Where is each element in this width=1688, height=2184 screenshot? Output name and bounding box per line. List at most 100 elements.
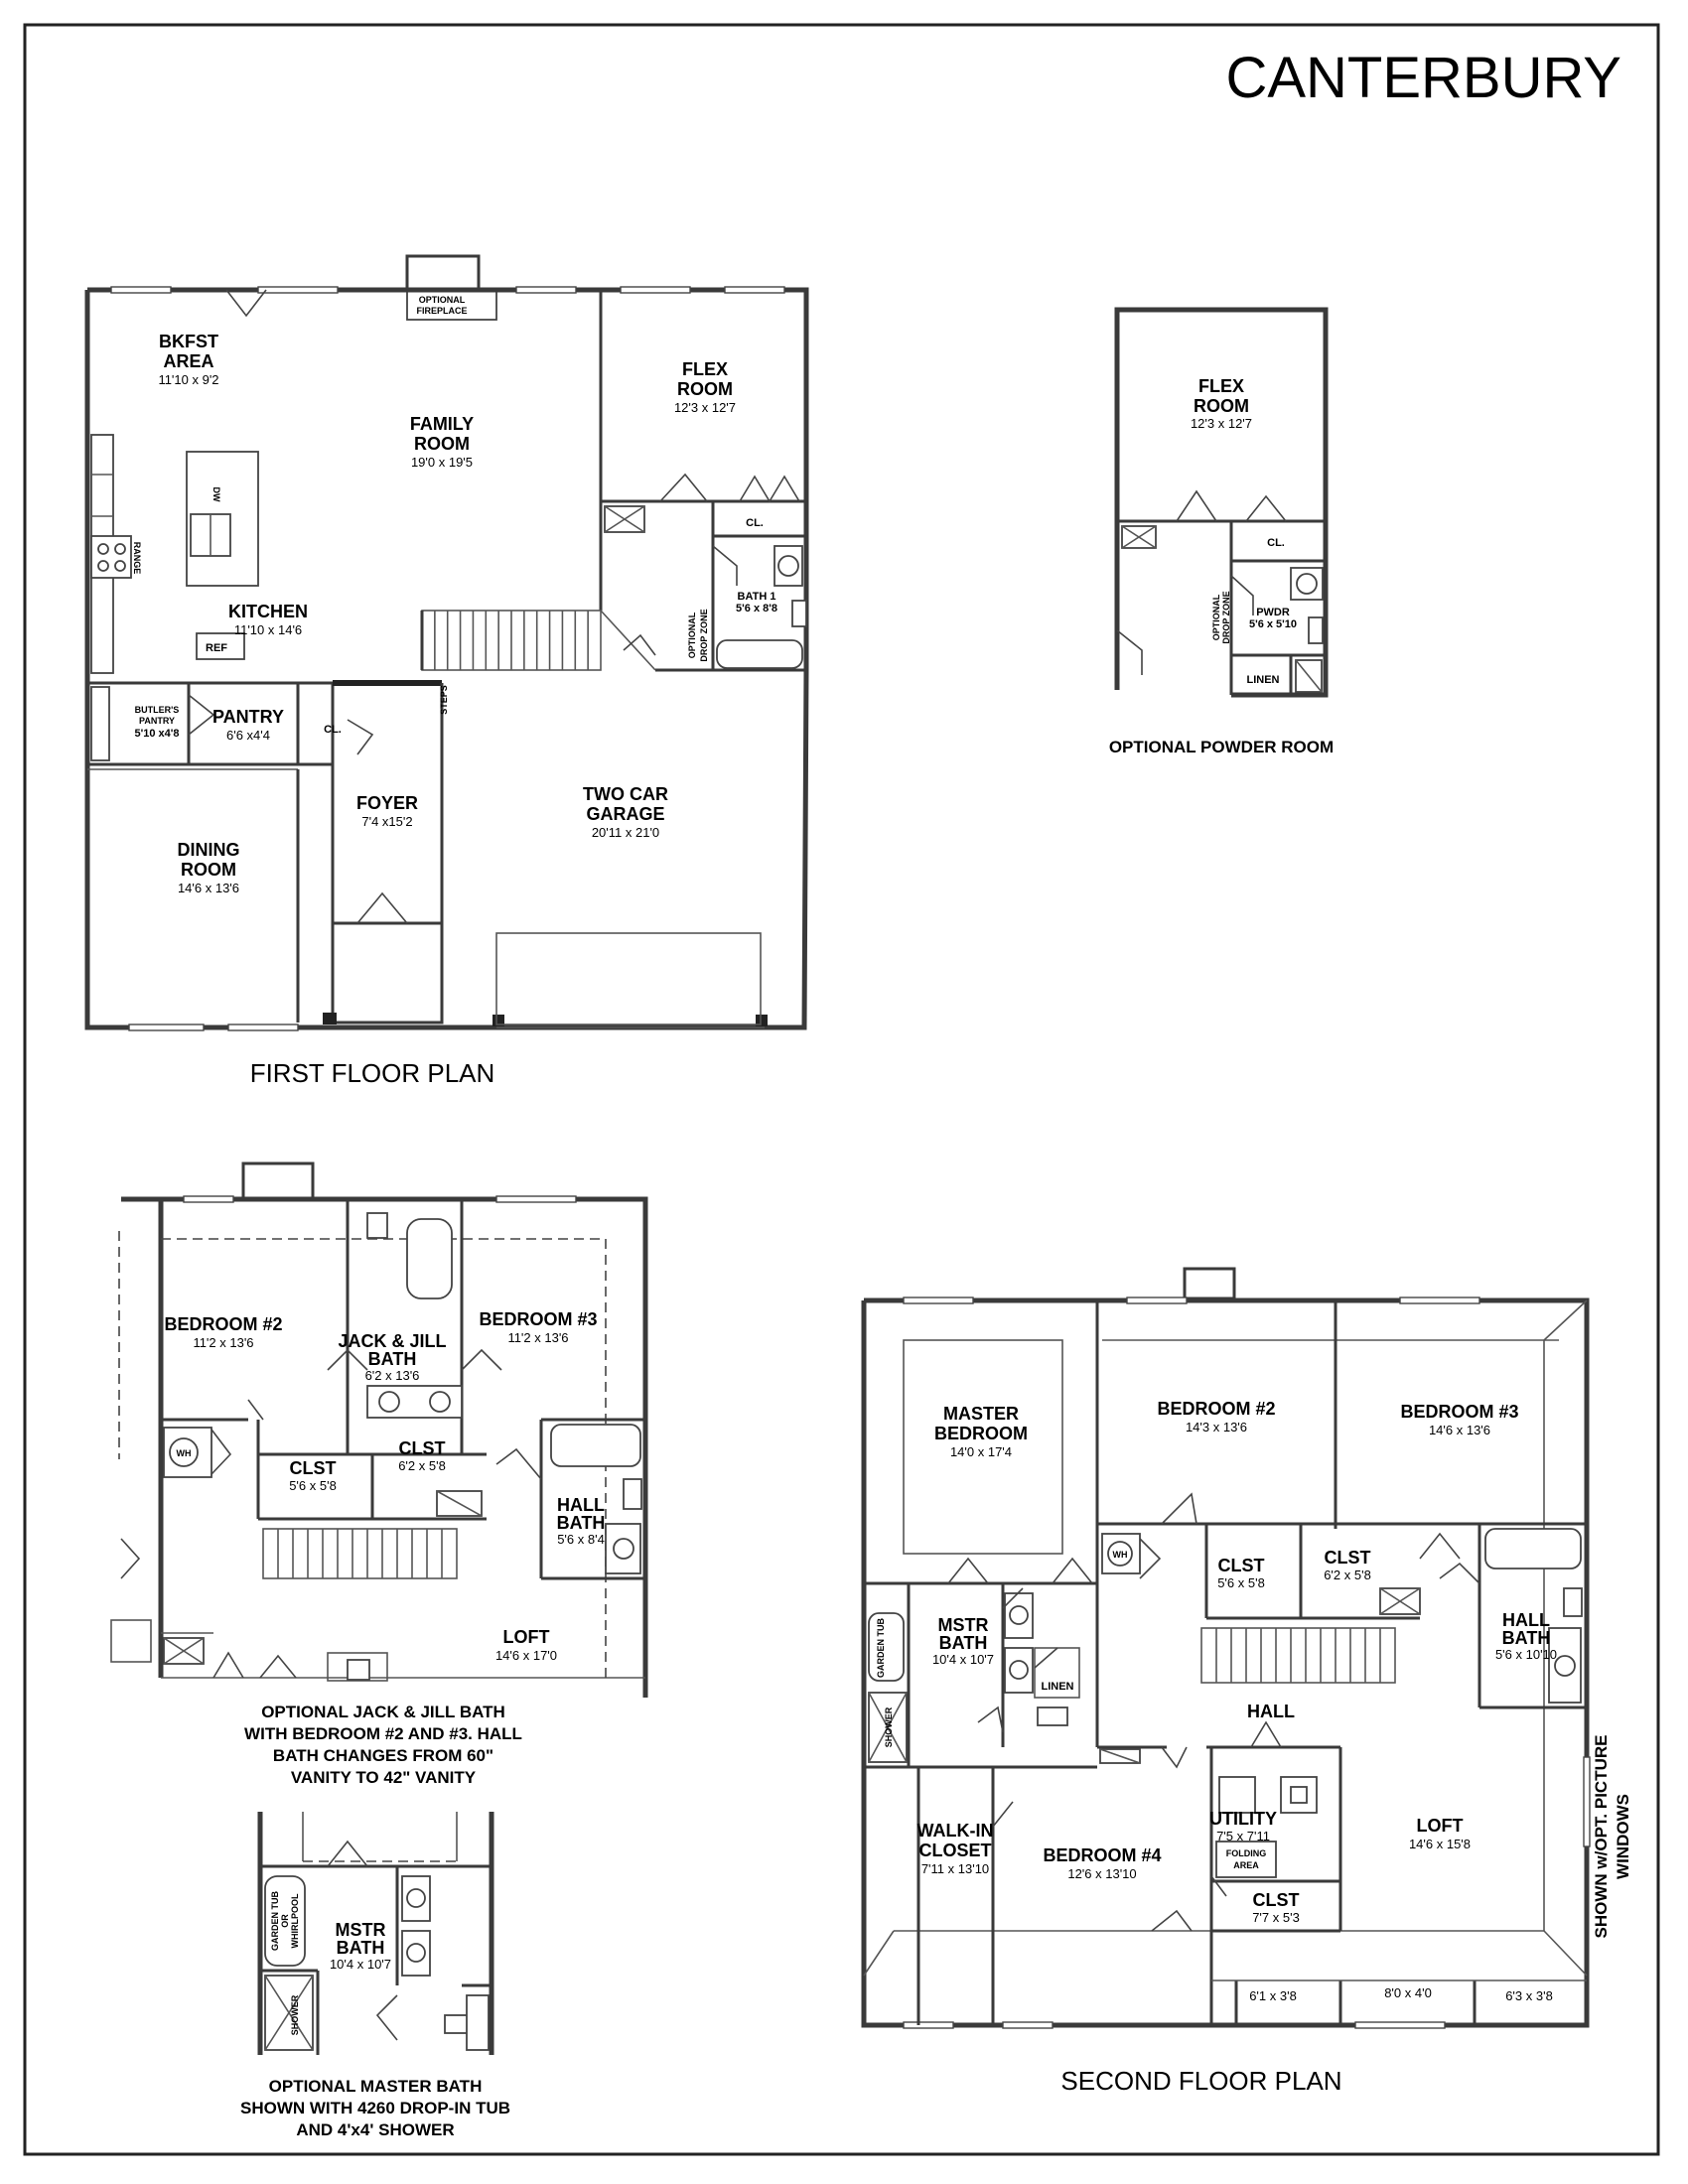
- toilet: [1563, 1587, 1583, 1617]
- jj-note-line: VANITY TO 42" VANITY: [291, 1768, 477, 1787]
- refrigerator: [196, 632, 245, 660]
- garden-tub: [264, 1875, 306, 1967]
- master-door[interactable]: [1052, 1557, 1093, 1584]
- dishwasher-label: DW: [211, 487, 221, 502]
- closet-label: CL.: [1267, 537, 1285, 549]
- window: [903, 2021, 954, 2029]
- closet-door[interactable]: [259, 1654, 297, 1679]
- window: [495, 1195, 577, 1203]
- wc-door[interactable]: [375, 1994, 398, 2041]
- coat-closet-door[interactable]: [347, 719, 374, 755]
- closet-door[interactable]: [1245, 494, 1287, 522]
- flex-door[interactable]: [1176, 489, 1217, 522]
- window: [110, 286, 172, 294]
- powder-door[interactable]: [1230, 575, 1254, 615]
- entry-door[interactable]: [1116, 629, 1143, 675]
- mstr-note-line: SHOWN WITH 4260 DROP-IN TUB: [240, 2099, 510, 2117]
- room-name: GARAGE: [586, 804, 664, 824]
- post: [492, 1015, 504, 1026]
- room-name: PANTRY: [212, 707, 284, 727]
- room-name: CLOSET: [918, 1841, 991, 1860]
- window: [515, 286, 577, 294]
- closet-door[interactable]: [739, 475, 800, 503]
- wh-door[interactable]: [211, 1429, 232, 1475]
- bed3-door[interactable]: [1419, 1532, 1461, 1560]
- burner: [97, 543, 109, 555]
- bed4-door[interactable]: [1151, 1909, 1193, 1932]
- box-diagonal: [436, 1490, 483, 1517]
- picture-window-note-2: WINDOWS: [1614, 1794, 1632, 1879]
- room-name: CLST: [1253, 1890, 1300, 1910]
- master-tray-ceiling: [903, 1339, 1063, 1555]
- pantry-door[interactable]: [188, 694, 215, 736]
- room-name: MSTR: [336, 1920, 386, 1940]
- utility-door[interactable]: [1250, 1720, 1282, 1748]
- room-dimensions: 7'11 x 13'10: [921, 1861, 989, 1876]
- hall-door[interactable]: [623, 633, 656, 656]
- patio-door[interactable]: [225, 289, 267, 318]
- front-door[interactable]: [356, 891, 408, 924]
- box-diagonal: [163, 1637, 205, 1665]
- sink-bowl: [1554, 1655, 1576, 1677]
- box-diagonal: [604, 505, 645, 533]
- hall-bath-door[interactable]: [1439, 1562, 1480, 1584]
- wc-door[interactable]: [977, 1706, 1004, 1733]
- flex-door[interactable]: [659, 473, 708, 502]
- room-name: BEDROOM: [934, 1424, 1028, 1443]
- water-heater-label: WH: [1113, 1550, 1128, 1560]
- jj-door[interactable]: [461, 1348, 502, 1371]
- linen-door[interactable]: [1034, 1647, 1058, 1669]
- clst-door[interactable]: [1210, 1875, 1227, 1897]
- powder-caption: OPTIONAL POWDER ROOM: [1109, 738, 1334, 756]
- room-dimensions: 6'2 x 13'6: [365, 1368, 420, 1383]
- room-name: UTILITY: [1209, 1809, 1277, 1829]
- closet-door[interactable]: [212, 1651, 244, 1679]
- room-name: LOFT: [1417, 1816, 1464, 1836]
- bath-door[interactable]: [712, 545, 738, 586]
- stair-treads: [434, 611, 589, 670]
- first-floor-caption: FIRST FLOOR PLAN: [250, 1058, 495, 1088]
- hall-closet-door[interactable]: [1161, 1746, 1188, 1769]
- sink-bowl: [1009, 1605, 1029, 1625]
- walkin-door[interactable]: [992, 1801, 1014, 1828]
- sink-bowl: [777, 555, 799, 577]
- room-dimensions: 14'6 x 13'6: [1429, 1423, 1490, 1437]
- jj-note-line: BATH CHANGES FROM 60": [273, 1746, 493, 1765]
- jj-note-line: WITH BEDROOM #2 AND #3. HALL: [244, 1724, 522, 1743]
- room-dimensions: 10'4 x 10'7: [932, 1652, 994, 1667]
- hall-bath-door[interactable]: [495, 1447, 542, 1480]
- closet-label: CL.: [324, 724, 342, 736]
- tub-label-2: OR: [280, 1914, 290, 1928]
- picture-window-note: SHOWN w/OPT. PICTURE: [1592, 1735, 1611, 1939]
- sink-bowl: [1296, 573, 1318, 595]
- master-bath-door[interactable]: [947, 1557, 989, 1584]
- toilet: [366, 1212, 388, 1239]
- room-name: PWDR: [1256, 607, 1290, 618]
- room-name: BATH: [1502, 1628, 1551, 1648]
- ceiling-line: [1543, 1299, 1588, 1341]
- wh-door[interactable]: [1139, 1538, 1162, 1579]
- box-diagonal: [1379, 1587, 1421, 1615]
- room-dimensions: 14'6 x 13'6: [178, 881, 239, 895]
- toilet: [1037, 1706, 1068, 1726]
- room-name: BUTLER'S: [135, 705, 180, 715]
- room-name: BEDROOM #3: [479, 1309, 597, 1329]
- room-dimensions: 6'2 x 5'8: [1324, 1568, 1371, 1582]
- bathtub: [550, 1424, 641, 1467]
- bath-door[interactable]: [1002, 1587, 1024, 1609]
- folding-label: FOLDING: [1226, 1848, 1267, 1858]
- window: [1583, 1756, 1591, 1847]
- room-dimensions: 12'3 x 12'7: [674, 400, 736, 415]
- bath-door[interactable]: [327, 1840, 368, 1867]
- lower-wall: [327, 1652, 388, 1682]
- room-name: BEDROOM #3: [1400, 1402, 1518, 1422]
- room-dimensions: 14'3 x 13'6: [1186, 1420, 1247, 1434]
- bed2-door[interactable]: [1161, 1492, 1197, 1525]
- stair-door[interactable]: [120, 1538, 141, 1579]
- bedroom-door[interactable]: [247, 1399, 264, 1421]
- room-dimensions: 19'0 x 19'5: [411, 455, 473, 470]
- bathtub: [406, 1218, 453, 1299]
- window: [257, 286, 339, 294]
- jj-door[interactable]: [327, 1348, 368, 1371]
- wall: [600, 610, 656, 671]
